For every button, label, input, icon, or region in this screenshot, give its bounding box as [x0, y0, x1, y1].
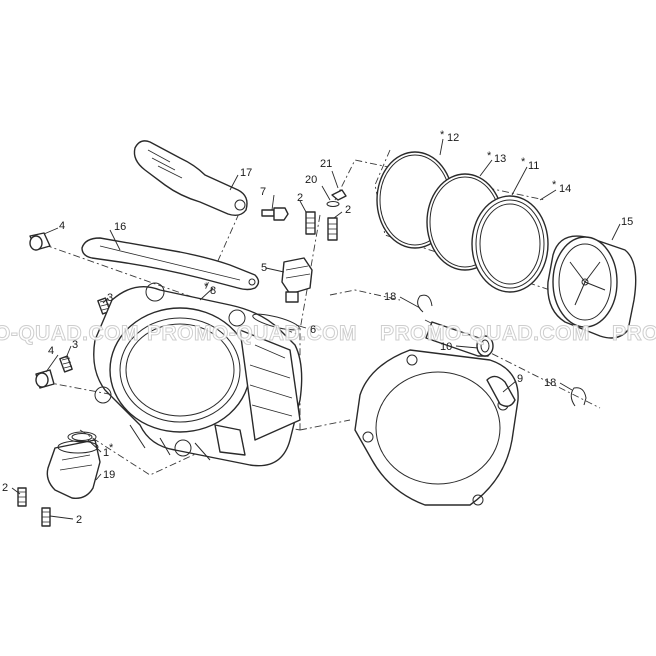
chain-guide-lower	[81, 237, 260, 291]
bolt-2-upper	[305, 211, 316, 235]
callout-15: 15	[621, 216, 633, 228]
watermark-edge: PROMO-	[612, 322, 656, 345]
circlip-right	[570, 387, 587, 407]
callout-16: 16	[114, 221, 126, 233]
watermark-right: PROMO-QUAD.COM	[380, 322, 590, 345]
outlet-fitting	[46, 439, 101, 499]
base-gasket	[354, 349, 519, 506]
callout-3-lower: 3	[72, 339, 78, 351]
callout-12: 12	[447, 132, 459, 144]
callout-21: 21	[320, 158, 332, 170]
callout-8-star: *	[204, 281, 209, 293]
cylinder-block	[93, 282, 303, 467]
callout-11-star: *	[521, 156, 526, 168]
callout-12-star: *	[440, 129, 445, 141]
callout-3-upper: 3	[107, 292, 113, 304]
callout-1-star: *	[109, 442, 114, 454]
callout-18-left: 18	[384, 291, 396, 303]
callout-9: 9	[517, 373, 523, 385]
callout-7: 7	[260, 186, 266, 198]
bolt-fitting-left	[17, 487, 27, 507]
callout-5: 5	[261, 262, 267, 274]
callout-labels: 4 4 3 3 16 17 7 2 20 21 2 5 6 * 8 * 12 *…	[2, 129, 633, 526]
callout-13: 13	[494, 153, 506, 165]
dowel-pin-lower	[35, 369, 55, 389]
washer-20	[326, 201, 340, 207]
piston	[547, 235, 637, 339]
callout-10: 10	[440, 341, 452, 353]
callout-11: 11	[528, 160, 539, 172]
gasket-ring-6	[252, 313, 300, 331]
callout-2-d: 2	[76, 514, 82, 526]
callout-14-star: *	[552, 179, 557, 191]
stud-lower	[59, 355, 73, 373]
callout-8: 8	[210, 285, 216, 297]
callout-4-lower: 4	[48, 345, 54, 357]
callout-4-upper: 4	[59, 220, 65, 232]
callout-20: 20	[305, 174, 317, 186]
callout-13-star: *	[487, 150, 492, 162]
piston-ring-14	[471, 195, 549, 293]
callout-18-right: 18	[544, 377, 556, 389]
watermark-center: PROMO-QUAD.COM	[147, 322, 357, 345]
bolt-fitting-bottom	[41, 507, 51, 527]
callout-14: 14	[559, 183, 571, 195]
clip-21	[331, 189, 347, 201]
callout-2-c: 2	[2, 482, 8, 494]
circlip-left	[417, 294, 433, 313]
chain-tensioner	[281, 257, 313, 303]
callout-1: 1	[103, 447, 109, 459]
watermark-left: O-QUAD.COM	[0, 322, 139, 345]
callout-2-a: 2	[297, 192, 303, 204]
callout-6: 6	[310, 324, 316, 336]
callout-17: 17	[240, 167, 252, 179]
callout-19: 19	[103, 469, 115, 481]
dowel-pin-upper	[29, 232, 51, 251]
callout-2-b: 2	[345, 204, 351, 216]
watermark: O-QUAD.COM PROMO-QUAD.COM PROMO-QUAD.COM…	[0, 322, 656, 346]
bolt-2-mid	[327, 217, 338, 241]
bolt-7	[261, 207, 289, 221]
chain-guide-upper	[133, 140, 248, 217]
leader-lines	[11, 138, 621, 520]
